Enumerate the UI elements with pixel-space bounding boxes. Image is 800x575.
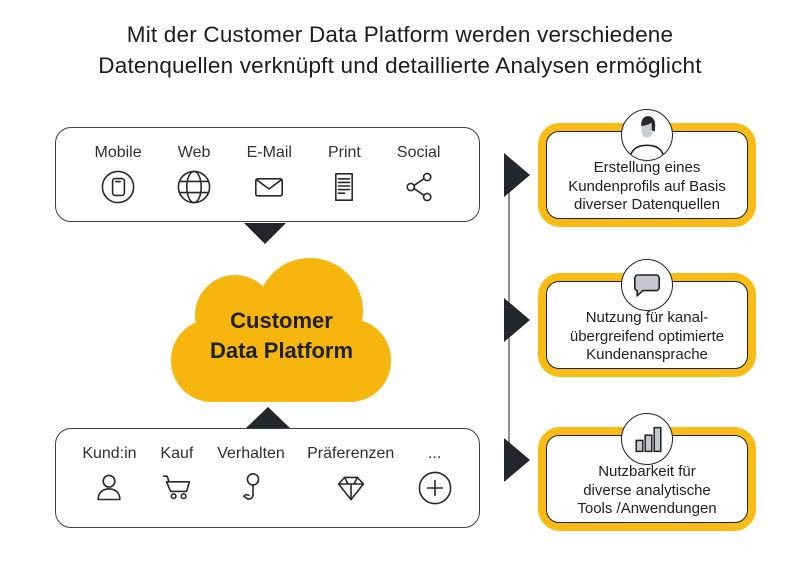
attribute-label: ...	[427, 445, 442, 462]
user-profile-icon	[621, 109, 673, 161]
attribute-more: ...	[417, 429, 453, 527]
channel-label: Web	[177, 144, 211, 161]
arrow-down-icon	[244, 223, 286, 244]
attribute-behavior: Verhalten	[217, 429, 285, 527]
channel-mobile: Mobile	[94, 128, 142, 221]
outcome-card-analytics: Nutzbarkeit für diverse analytische Tool…	[538, 413, 756, 531]
outcome-line: Nutzbarkeit für	[598, 463, 696, 480]
gem-icon	[333, 470, 369, 506]
attribute-customer: Kund:in	[82, 429, 137, 527]
person-icon	[91, 470, 127, 506]
outcome-card-text: Nutzbarkeit für diverse analytische Tool…	[546, 463, 748, 519]
channel-label: E-Mail	[246, 144, 292, 161]
arrow-up-icon	[246, 407, 290, 428]
arrow-right-icon-1	[504, 153, 530, 197]
cart-icon	[159, 470, 195, 506]
attribute-label: Präferenzen	[307, 445, 395, 462]
cloud-label-line-1: Customer	[230, 308, 333, 333]
cdp-cloud-label: Customer Data Platform	[171, 306, 392, 366]
arrow-right-icon-3	[504, 438, 530, 482]
channel-email: E-Mail	[247, 128, 292, 221]
attribute-label: Verhalten	[217, 445, 285, 462]
outcome-card-text: Erstellung eines Kundenprofils auf Basis…	[546, 159, 748, 215]
channel-web: Web	[176, 128, 212, 221]
attributes-panel: Kund:in Kauf Verhalten	[55, 428, 480, 528]
outcome-card-communication: Nutzung für kanal- übergreifend optimier…	[538, 259, 756, 377]
outcome-card-text: Nutzung für kanal- übergreifend optimier…	[546, 309, 748, 365]
outcome-line: Kundenprofils auf Basis	[568, 177, 726, 195]
chat-bubble-icon	[621, 259, 673, 311]
tap-icon	[233, 470, 269, 506]
outcome-line: Nutzung für kanal-	[585, 309, 709, 326]
attribute-label: Kund:in	[82, 445, 137, 462]
attribute-label: Kauf	[160, 445, 194, 462]
outcome-line: diverse analytische	[583, 481, 711, 499]
plus-circle-icon	[417, 470, 453, 506]
smartphone-icon	[100, 169, 136, 205]
channel-label: Mobile	[94, 144, 142, 161]
cdp-cloud-shape	[171, 258, 391, 402]
channel-label: Social	[396, 144, 441, 161]
outcome-line: diverser Datenquellen	[574, 196, 720, 213]
globe-icon	[176, 169, 212, 205]
channels-panel: Mobile Web E-Mail	[55, 127, 480, 222]
cloud-label-line-2: Data Platform	[209, 338, 354, 363]
attribute-preferences: Präferenzen	[307, 429, 394, 527]
channel-label: Print	[327, 144, 361, 161]
bar-chart-icon	[621, 413, 673, 465]
attribute-purchase: Kauf	[159, 429, 195, 527]
outcome-line: Tools /Anwendungen	[577, 500, 717, 517]
title-line-2: Datenquellen verknüpft und detaillierte …	[98, 53, 702, 78]
share-icon	[401, 169, 437, 205]
document-icon	[326, 169, 362, 205]
outcome-line: Erstellung eines	[593, 159, 701, 176]
page-title: Mit der Customer Data Platform werden ve…	[0, 19, 800, 81]
outcome-line: übergreifend optimierte	[569, 327, 725, 345]
channel-social: Social	[396, 128, 441, 221]
outcome-line: Kundenansprache	[586, 346, 708, 363]
channel-print: Print	[326, 128, 362, 221]
arrow-right-icon-2	[504, 298, 530, 342]
envelope-icon	[251, 169, 287, 205]
outcome-card-profile: Erstellung eines Kundenprofils auf Basis…	[538, 109, 756, 227]
title-line-1: Mit der Customer Data Platform werden ve…	[126, 22, 674, 47]
